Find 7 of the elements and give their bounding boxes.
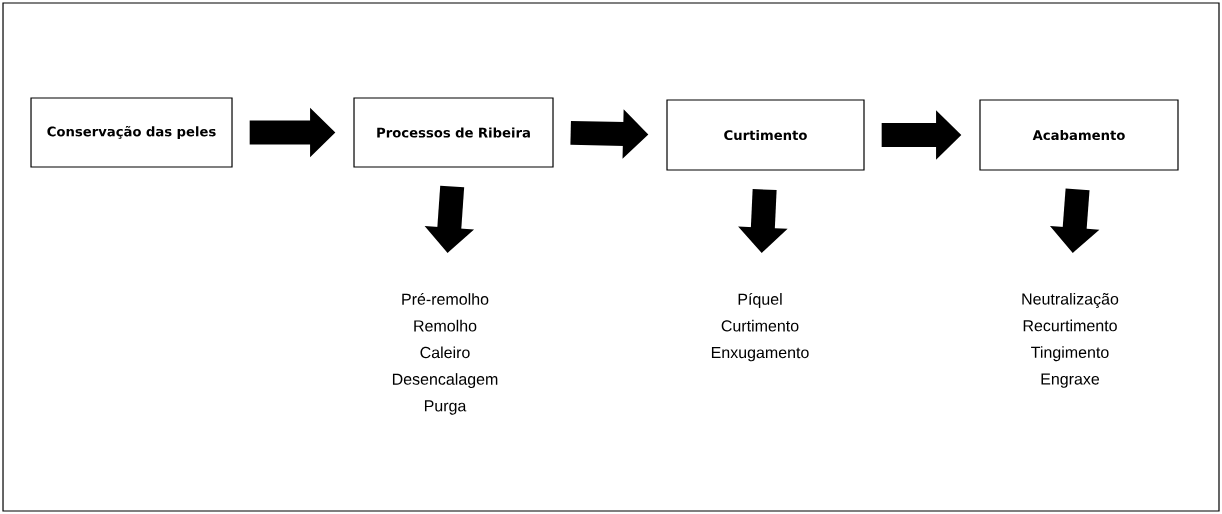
process-box: Acabamento <box>979 99 1179 171</box>
step-list: Neutralização Recurtimento Tingimento Engraxe <box>1022 292 1119 388</box>
step-list: Pré-remolho Remolho Caleiro Desencalagem Purga <box>392 292 498 415</box>
step-list: Píquel Curtimento Enxugamento <box>711 292 809 362</box>
process-box: Processos de Ribeira <box>353 97 554 168</box>
process-box: Curtimento <box>666 99 865 171</box>
process-box: Conservação das peles <box>30 97 233 168</box>
